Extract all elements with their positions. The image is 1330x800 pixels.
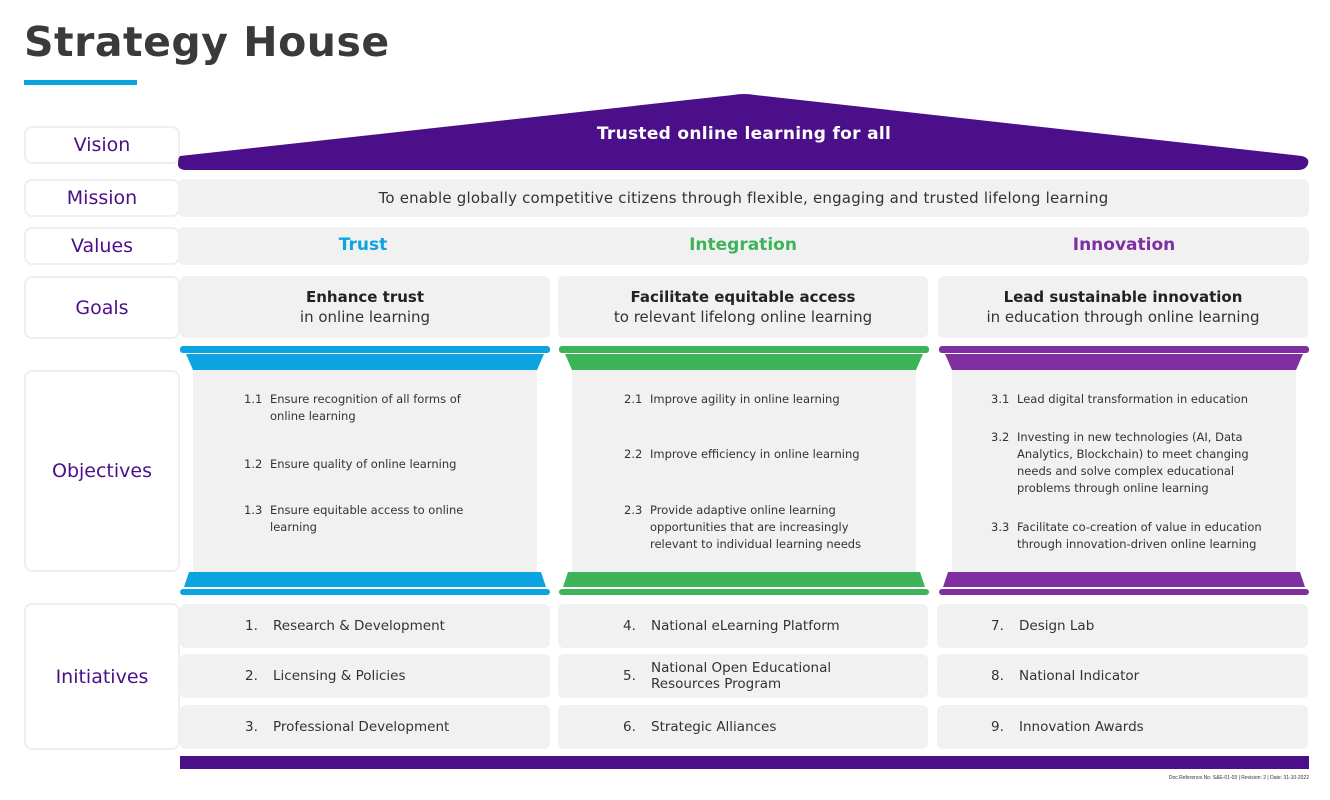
goal-title: Facilitate equitable access: [630, 288, 856, 306]
initiative-text: National Open Educational Resources Prog…: [651, 660, 832, 692]
goal-title: Lead sustainable innovation: [1003, 288, 1243, 306]
objective-number: 2.2: [624, 447, 643, 461]
pillar-shaft-innovation: [952, 370, 1296, 572]
objective-item: 3.2 Investing in new technologies (AI, D…: [991, 429, 1253, 497]
initiative-number: 3.: [245, 719, 258, 735]
mission-band: To enable globally competitive citizens …: [178, 179, 1309, 217]
goal-subtitle: in education through online learning: [986, 308, 1260, 326]
objective-item: 2.2 Improve efficiency in online learnin…: [624, 446, 874, 463]
page-title: Strategy House: [24, 18, 390, 66]
objective-item: 1.1 Ensure recognition of all forms of o…: [244, 391, 484, 425]
objective-number: 1.3: [244, 503, 263, 517]
initiative-item: 7. Design Lab: [937, 604, 1308, 648]
initiative-text: Licensing & Policies: [273, 668, 406, 684]
pillar-shaft-trust: [193, 370, 537, 572]
initiative-text: National eLearning Platform: [651, 618, 840, 634]
row-label-vision: Vision: [24, 126, 180, 164]
objective-item: 3.1 Lead digital transformation in educa…: [991, 391, 1261, 408]
goal-trust: Enhance trust in online learning: [180, 276, 550, 338]
initiative-item: 9. Innovation Awards: [937, 705, 1308, 749]
row-label-objectives: Objectives: [24, 370, 180, 572]
objective-text: Provide adaptive online learning opportu…: [650, 503, 862, 551]
objective-item: 2.1 Improve agility in online learning: [624, 391, 874, 408]
objective-text: Investing in new technologies (AI, Data …: [1017, 430, 1249, 495]
initiative-number: 2.: [245, 668, 258, 684]
goal-subtitle: in online learning: [299, 308, 431, 326]
objective-item: 1.3 Ensure equitable access to online le…: [244, 502, 484, 536]
objective-item: 2.3 Provide adaptive online learning opp…: [624, 502, 874, 553]
initiative-item: 6. Strategic Alliances: [558, 705, 928, 749]
pillar-base-innovation: [939, 572, 1309, 595]
initiative-text: Professional Development: [273, 719, 450, 735]
initiative-text: Design Lab: [1019, 618, 1095, 634]
pillar-capital-innovation: [939, 346, 1309, 370]
initiative-text: Strategic Alliances: [651, 719, 777, 735]
initiative-text: Innovation Awards: [1019, 719, 1144, 735]
initiative-item: 5. National Open Educational Resources P…: [558, 654, 928, 698]
objective-text: Ensure quality of online learning: [270, 457, 457, 471]
pillar-shaft-integration: [572, 370, 916, 572]
goal-innovation: Lead sustainable innovation in education…: [938, 276, 1308, 338]
initiative-item: 1. Research & Development: [180, 604, 550, 648]
title-underline: [24, 80, 137, 85]
pillar-base-trust: [180, 572, 550, 595]
initiative-number: 6.: [623, 719, 636, 735]
objective-text: Improve efficiency in online learning: [650, 447, 860, 461]
objective-text: Lead digital transformation in education: [1017, 392, 1248, 406]
objective-number: 1.1: [244, 392, 263, 406]
row-label-initiatives: Initiatives: [24, 603, 180, 750]
goal-title: Enhance trust: [305, 288, 425, 306]
goal-subtitle: to relevant lifelong online learning: [613, 308, 873, 326]
initiative-item: 4. National eLearning Platform: [558, 604, 928, 648]
objective-number: 2.1: [624, 392, 643, 406]
pillar-capital-trust: [180, 346, 550, 370]
values-band: [178, 227, 1309, 265]
foundation-bar: [180, 756, 1309, 769]
row-label-values: Values: [24, 227, 180, 265]
initiative-text: Research & Development: [273, 618, 445, 634]
initiative-item: 3. Professional Development: [180, 705, 550, 749]
objective-item: 1.2 Ensure quality of online learning: [244, 456, 484, 473]
row-label-goals: Goals: [24, 276, 180, 339]
initiative-item: 8. National Indicator: [937, 654, 1308, 698]
goal-integration: Facilitate equitable access to relevant …: [558, 276, 928, 338]
value-innovation: Innovation: [1072, 235, 1176, 255]
objective-text: Ensure equitable access to online learni…: [270, 503, 464, 534]
objective-text: Improve agility in online learning: [650, 392, 840, 406]
initiative-item: 2. Licensing & Policies: [180, 654, 550, 698]
objective-number: 3.3: [991, 520, 1010, 534]
initiative-number: 8.: [991, 668, 1004, 684]
pillar-base-integration: [559, 572, 929, 595]
initiative-number: 1.: [245, 618, 258, 634]
initiative-number: 9.: [991, 719, 1004, 735]
initiative-number: 4.: [623, 618, 636, 634]
initiative-text: National Indicator: [1019, 668, 1140, 684]
row-label-mission: Mission: [24, 179, 180, 217]
initiative-number: 5.: [623, 668, 636, 684]
objective-number: 3.1: [991, 392, 1010, 406]
initiative-number: 7.: [991, 618, 1004, 634]
objective-item: 3.3 Facilitate co-creation of value in e…: [991, 519, 1265, 553]
pillar-capital-integration: [559, 346, 929, 370]
vision-roof: [178, 94, 1309, 170]
vision-text: Trusted online learning for all: [596, 124, 892, 144]
objective-number: 1.2: [244, 457, 263, 471]
objective-number: 2.3: [624, 503, 643, 517]
value-integration: Integration: [689, 235, 797, 255]
objective-text: Ensure recognition of all forms of onlin…: [270, 392, 461, 423]
doc-reference-footer: Doc.Reference.No: S&E-01-03 | Revision: …: [1168, 775, 1309, 781]
mission-text: To enable globally competitive citizens …: [378, 189, 1109, 207]
objective-text: Facilitate co-creation of value in educa…: [1017, 520, 1262, 551]
value-trust: Trust: [338, 235, 388, 255]
objective-number: 3.2: [991, 430, 1010, 444]
